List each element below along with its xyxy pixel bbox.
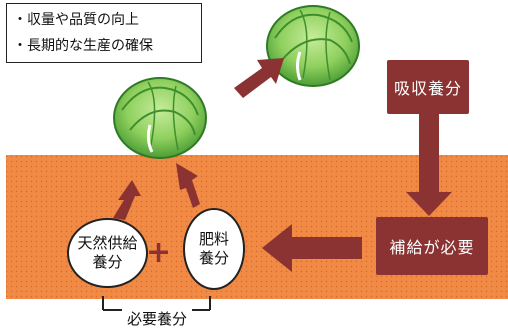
fertilizer-label-2: 養分	[198, 249, 229, 267]
natural-supply-circle: 天然供給 養分	[67, 218, 148, 288]
fertilizer-label-1: 肥料	[198, 230, 229, 248]
required-nutrients-label: 必要養分	[127, 310, 188, 328]
plus-icon: +	[146, 235, 172, 270]
goals-legend: ・収量や品質の向上 ・長期的な生産の確保	[6, 3, 202, 63]
fertilizer-up-arrow	[176, 163, 200, 208]
growth-arrow	[234, 58, 284, 98]
down-arrow	[406, 114, 452, 216]
legend-item-longterm: ・長期的な生産の確保	[13, 38, 153, 54]
fertilizer-circle: 肥料 養分	[183, 208, 245, 290]
absorbed-nutrients-box: 吸収養分	[387, 60, 469, 114]
replenish-needed-box: 補給が必要	[376, 217, 488, 275]
required-bracket	[102, 296, 211, 311]
natural-label-2: 養分	[92, 253, 123, 271]
legend-item-yield: ・収量や品質の向上	[13, 12, 139, 28]
natural-label-1: 天然供給	[77, 234, 138, 252]
grown-cabbage-icon	[266, 5, 360, 87]
cabbage-icon	[113, 77, 207, 159]
left-arrow	[262, 224, 362, 272]
natural-up-arrow	[113, 180, 141, 220]
